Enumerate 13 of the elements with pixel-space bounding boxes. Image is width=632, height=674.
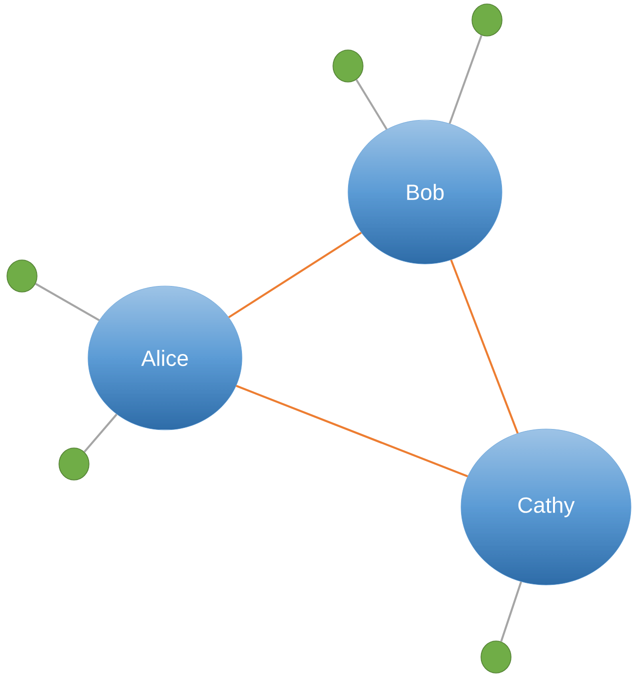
connector-line: [228, 232, 362, 318]
small-dot: [472, 4, 502, 36]
small-dot: [58, 448, 90, 480]
small-dot: [332, 50, 364, 82]
connector-line: [84, 414, 118, 453]
connector-line: [35, 282, 100, 322]
connector-line: [450, 260, 519, 434]
small-dot: [6, 260, 38, 292]
connector-line: [356, 79, 388, 130]
connector-line: [500, 581, 522, 642]
small-dot: [480, 640, 512, 674]
connector-line: [236, 384, 468, 478]
connector-line: [448, 34, 482, 124]
